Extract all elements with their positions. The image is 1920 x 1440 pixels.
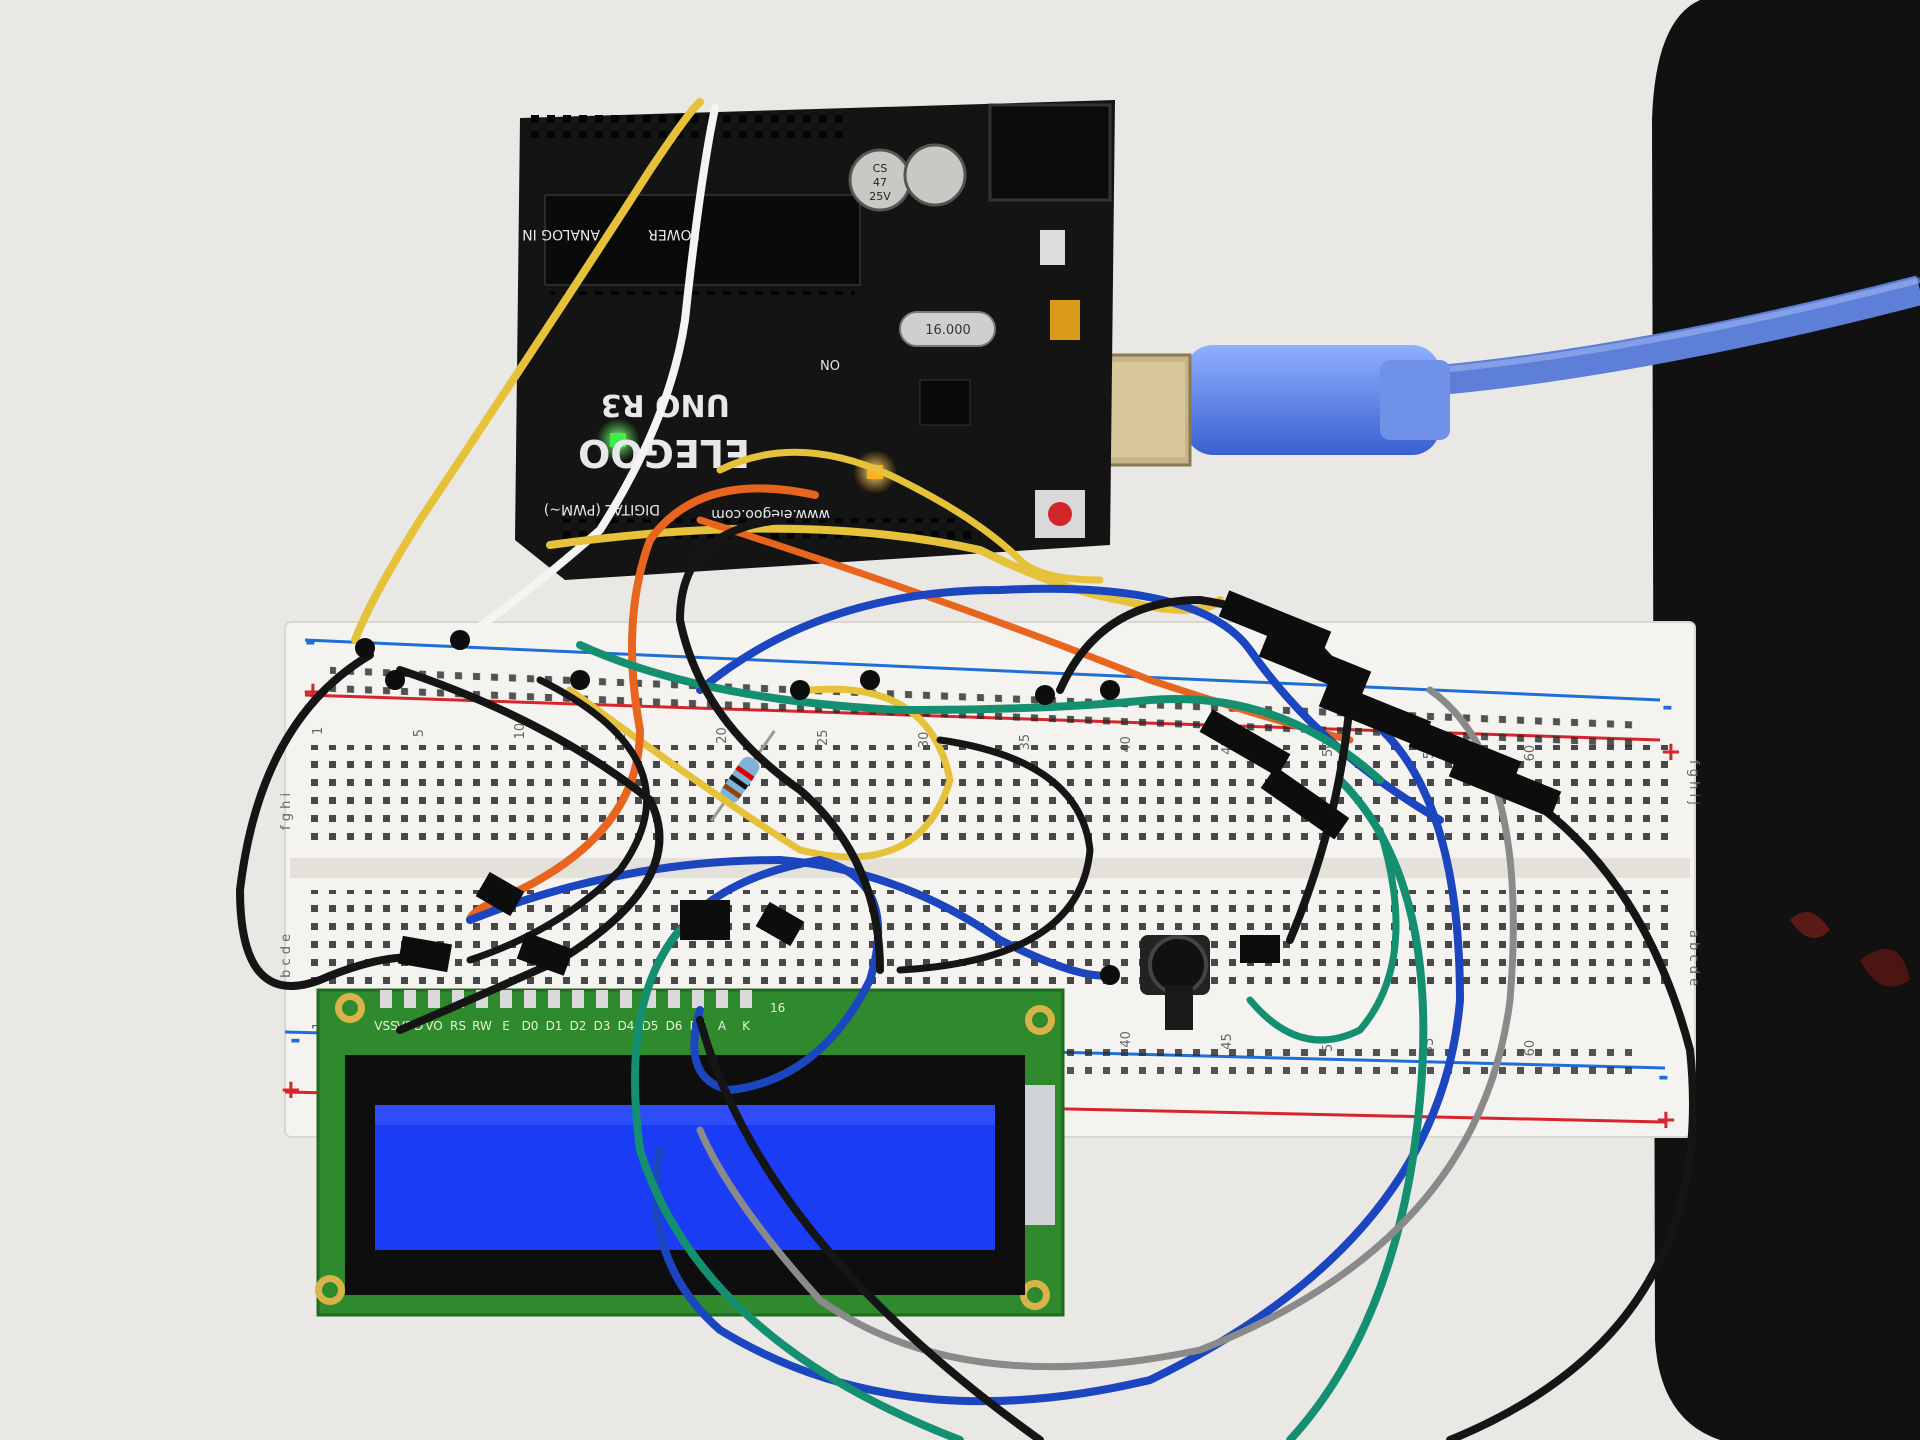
lcd-pin [404, 990, 416, 1008]
lcd-pin-label: D3 [594, 1019, 611, 1033]
bottom-rail-plus-right: + [1655, 1105, 1677, 1135]
lcd-pin-label: D1 [546, 1019, 563, 1033]
wire-yellow-a5 [351, 98, 704, 644]
top-column-number: 40 [1119, 736, 1134, 753]
wire-black-lcd [696, 1016, 1044, 1440]
wire-yellow-top [716, 448, 1104, 584]
capacitor-label-47: 47 [873, 176, 887, 189]
top-column-number: 30 [917, 732, 932, 749]
lcd-pin-label: D2 [570, 1019, 587, 1033]
lcd-pin [692, 990, 704, 1008]
potentiometer-knob[interactable] [1148, 935, 1208, 995]
left-row-letters-top: f g h i [279, 793, 294, 830]
crystal-label: 16.000 [925, 323, 971, 338]
capacitor-label-cs: CS [873, 162, 888, 175]
lcd-pin-label: D0 [522, 1019, 539, 1033]
top-column-number: 25 [816, 729, 831, 746]
arduino-board: CS 47 25V 16.000 ELEGOO UNO R3 ON www.el… [515, 100, 1115, 580]
right-row-letters-top: f g h i j [1686, 760, 1701, 805]
capacitor-label-25v: 25V [869, 190, 891, 203]
lcd-pin-label: D5 [642, 1019, 659, 1033]
resistor [710, 729, 776, 822]
capacitor-2 [903, 143, 967, 207]
wire-green-long [1286, 776, 1428, 1440]
lcd-pin [524, 990, 536, 1008]
top-rail-minus-right: - [1662, 692, 1673, 722]
lcd-pin [596, 990, 608, 1008]
right-row-letters-bottom: a b c d e [1686, 930, 1701, 986]
bottom-column-number: 40 [1119, 1031, 1134, 1048]
lcd-pin-label: K [742, 1019, 751, 1033]
lcd-pin-label: VO [425, 1019, 442, 1033]
bottom-column-number: 60 [1523, 1040, 1538, 1057]
wire-black-arduino [675, 516, 884, 974]
top-column-number: 5 [412, 729, 427, 737]
wire-blue-long [652, 696, 1465, 1406]
bottom-column-number: 45 [1220, 1033, 1235, 1050]
left-row-letters-bottom: a b c d e [279, 934, 294, 990]
wire-blue-loop [656, 855, 883, 1095]
lcd-pin [716, 990, 728, 1008]
wire-green-lcd [631, 926, 964, 1440]
top-column-number: 10 [513, 723, 528, 740]
wire-black-mid [896, 736, 1094, 974]
lcd-pin-label: RS [450, 1019, 466, 1033]
power-header-label: POWER [648, 226, 700, 242]
power-jack [988, 103, 1112, 202]
analog-header-label: ANALOG IN [522, 226, 600, 242]
digital-header-label: DIGITAL (PWM~) [544, 501, 660, 517]
lcd-pin [380, 990, 392, 1008]
lcd-pin [428, 990, 440, 1008]
lcd-pin-label: D6 [666, 1019, 683, 1033]
lcd-pin-label: RW [472, 1019, 492, 1033]
center-channel [290, 858, 1690, 878]
bottom-rail-minus-right: - [1658, 1062, 1669, 1092]
bottom-rail-minus-left: - [290, 1025, 301, 1055]
lcd-pin [572, 990, 584, 1008]
jumper-wires [235, 98, 1697, 1440]
top-rail-minus-left: - [305, 627, 316, 657]
usb-connector-housing [1185, 345, 1440, 455]
lcd-pin-label: VSS [374, 1019, 397, 1033]
mouse-pad [1652, 0, 1920, 1440]
wire-green-pot [1246, 826, 1400, 1044]
wire-gray [696, 686, 1517, 1371]
wire-black-gnd-2 [396, 666, 664, 1034]
top-column-number: 35 [1018, 734, 1033, 751]
lcd-screen [375, 1105, 995, 1250]
lcd-pin [500, 990, 512, 1008]
lcd-pin-label: D4 [618, 1019, 635, 1033]
power-led [610, 433, 626, 447]
potentiometer [1140, 935, 1210, 1030]
lcd-pin [548, 990, 560, 1008]
lcd-pin [668, 990, 680, 1008]
lcd-pin [740, 990, 752, 1008]
lcd-pin-label: E [502, 1019, 510, 1033]
dupont-connectors [355, 590, 1562, 985]
wire-black-long [1446, 776, 1697, 1440]
wire-black-gnd-1 [235, 651, 434, 990]
top-column-number: 1 [311, 727, 326, 735]
top-column-number: 20 [715, 727, 730, 744]
on-label: ON [820, 356, 840, 371]
lcd-pin-count: 16 [770, 1001, 785, 1015]
crystal [899, 311, 996, 347]
lcd-pin [620, 990, 632, 1008]
board-website: www.elegoo.com [711, 506, 830, 522]
bottom-rail-plus-left: + [280, 1075, 302, 1105]
top-column-number: 60 [1523, 745, 1538, 762]
lcd-pin-label: A [718, 1019, 727, 1033]
wire-white-5v [456, 104, 719, 644]
